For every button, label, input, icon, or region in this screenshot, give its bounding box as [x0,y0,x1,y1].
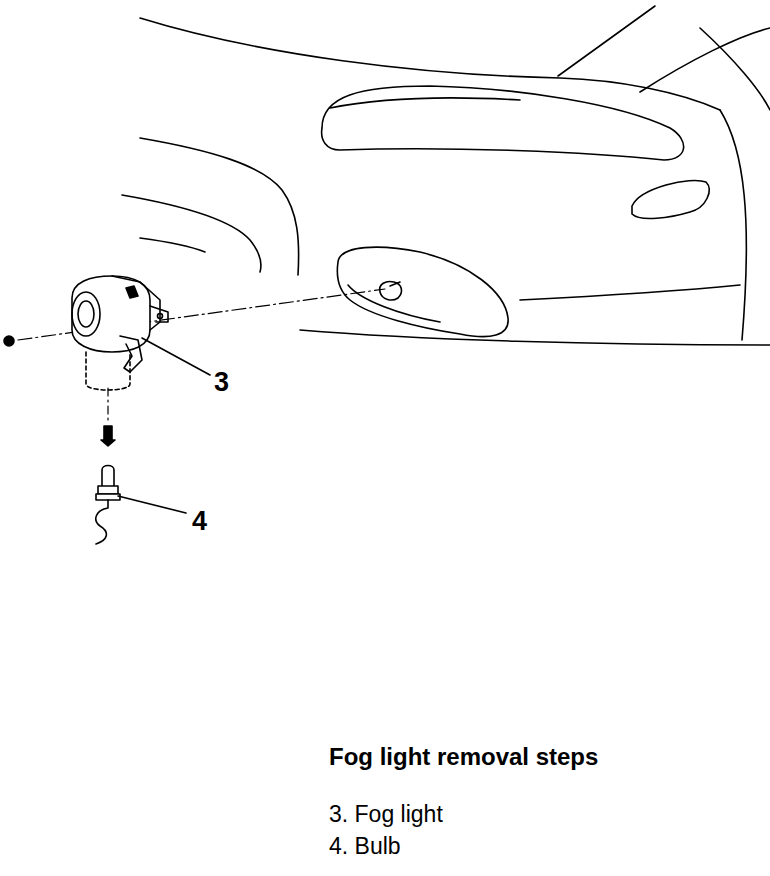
mount-nut [380,281,402,300]
bumper-lower [300,330,770,345]
screw [104,426,112,440]
bulb [96,466,120,545]
leader-line [118,496,186,513]
opening-inner [348,285,440,322]
callout-number: 3 [214,368,229,398]
removal-step: 3. Fog light [329,802,443,827]
mount-nut-line [390,282,400,286]
bumper-line [122,195,261,272]
removal-step: 4. Bulb [329,834,401,859]
callout-number: 4 [192,507,207,537]
installation-axis [107,388,108,422]
bumper-crease [520,285,740,300]
headlight-line [330,98,520,108]
bolt [4,336,14,346]
bumper-line [140,138,299,275]
windshield-pillar [558,6,655,76]
fog-light-assembly [72,276,168,390]
fender-top [700,28,770,110]
bumper-line [140,238,205,252]
screw-tip [101,440,115,446]
hood-edge [140,18,720,110]
side-marker [632,180,709,218]
windshield-line [640,28,770,92]
fender-line [720,110,746,340]
section-heading: Fog light removal steps [329,744,598,770]
leader-line [142,338,210,375]
headlight [322,86,684,160]
